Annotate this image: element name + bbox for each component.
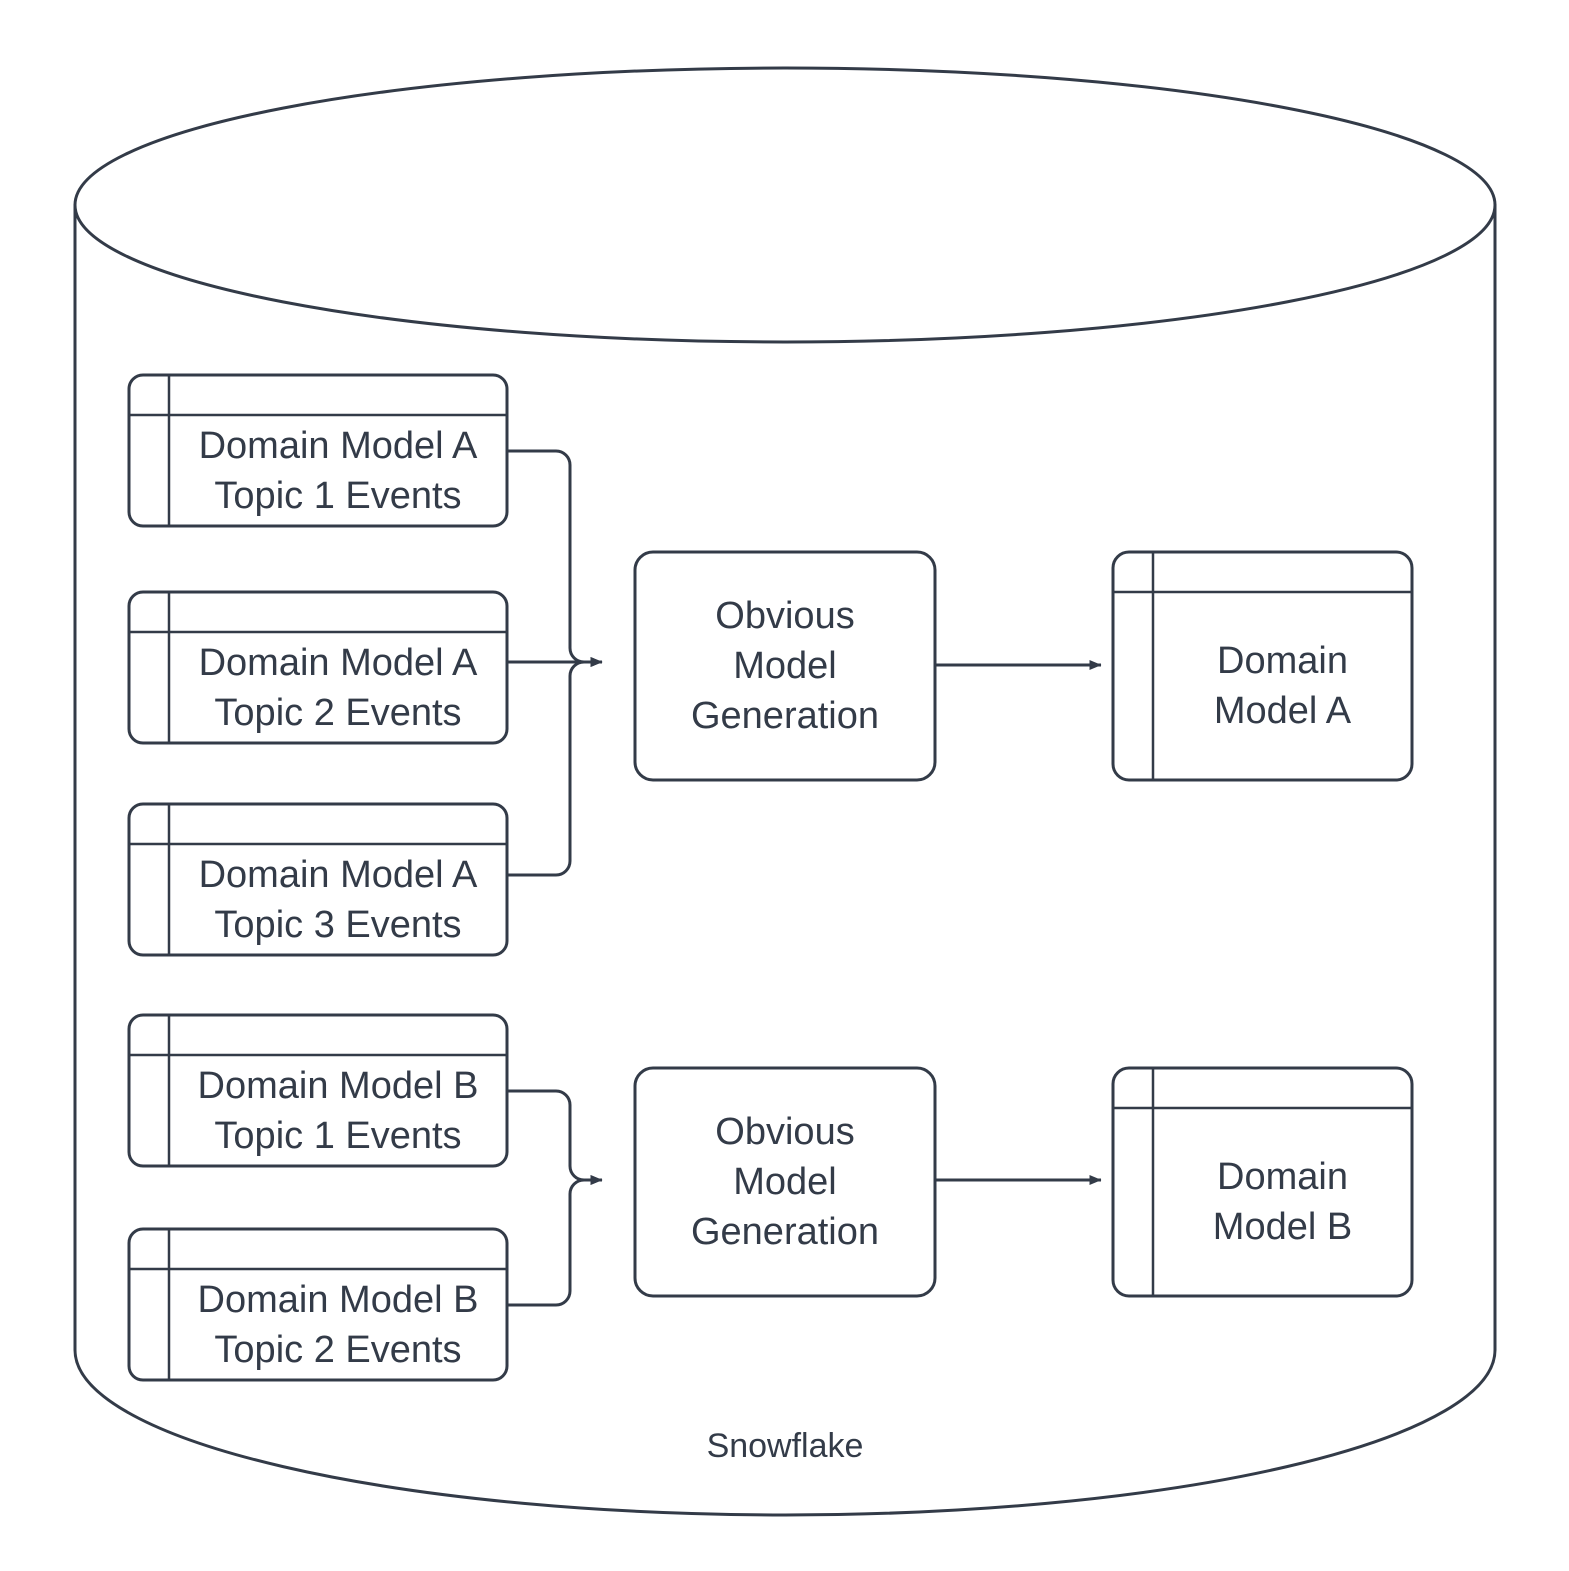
- table-node-a-topic-2[interactable]: [127, 590, 509, 745]
- table-node-b-topic-1[interactable]: [127, 1013, 509, 1168]
- snowflake-container-label: Snowflake: [706, 1427, 864, 1465]
- edge-b-topic-2-to-omg-b: [507, 1175, 603, 1307]
- edge-a-topic-3-to-omg-a: [507, 657, 603, 877]
- edge-b-topic-1-to-omg-b: [507, 1089, 603, 1185]
- table-node-a-topic-3[interactable]: [127, 802, 509, 957]
- table-node-domain-model-b[interactable]: [1111, 1066, 1414, 1298]
- table-node-domain-model-a[interactable]: [1111, 550, 1414, 782]
- process-node-omg-a[interactable]: [633, 550, 937, 782]
- table-node-b-topic-2[interactable]: [127, 1227, 509, 1382]
- table-node-a-topic-1[interactable]: [127, 373, 509, 528]
- process-node-omg-b[interactable]: [633, 1066, 937, 1298]
